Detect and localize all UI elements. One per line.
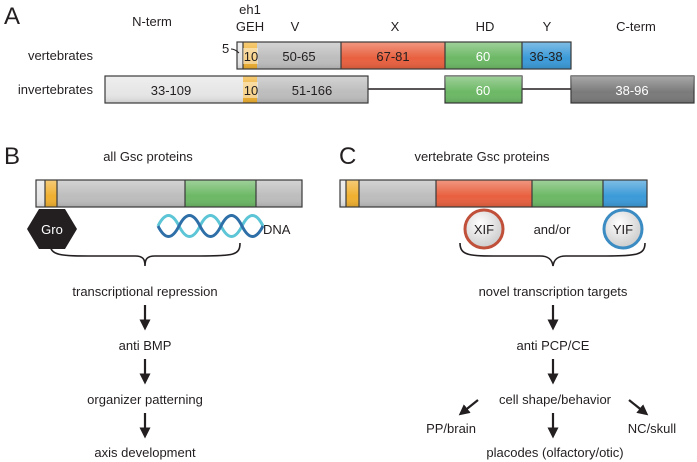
y-length-vertebrates: 36-38 xyxy=(529,49,562,64)
flow-b-step-2: anti BMP xyxy=(119,338,172,353)
dna-helix-icon: DNA xyxy=(156,214,291,238)
all-gsc-protein-bar xyxy=(35,179,303,208)
eh1-length-invertebrates: 10 xyxy=(244,83,258,98)
panel-c: C vertebrate Gsc proteins xyxy=(339,143,676,460)
panel-b-title: all Gsc proteins xyxy=(103,149,193,164)
x-length-vertebrates: 67-81 xyxy=(376,49,409,64)
nterm-length-vertebrates: 5 xyxy=(222,41,229,56)
flow-b-step-4: axis development xyxy=(94,445,196,460)
flow-b-step-3: organizer patterning xyxy=(87,392,203,407)
flow-b-step-1: transcriptional repression xyxy=(72,284,217,299)
xif-factor: XIF xyxy=(463,208,505,250)
header-v: V xyxy=(291,19,300,34)
header-nterm: N-term xyxy=(132,14,172,29)
branch-right: NC/skull xyxy=(628,421,677,436)
row-label-vertebrates: vertebrates xyxy=(28,48,94,63)
invertebrate-protein-bar: 33-109 10 51-166 60 38-96 xyxy=(104,75,695,104)
v-length-vertebrates: 50-65 xyxy=(282,49,315,64)
pointer-line xyxy=(230,48,240,54)
gro-label: Gro xyxy=(41,222,63,237)
panel-a: A N-term eh1 GEH V X HD Y C-term vertebr… xyxy=(4,2,695,104)
xif-label: XIF xyxy=(474,222,494,237)
vertebrate-gsc-protein-bar xyxy=(339,179,648,208)
v-length-invertebrates: 51-166 xyxy=(292,83,332,98)
hd-length-invertebrates: 60 xyxy=(476,83,490,98)
branch-center: placodes (olfactory/otic) xyxy=(486,445,623,460)
yif-circle-icon xyxy=(602,208,644,250)
xif-circle-icon xyxy=(463,208,505,250)
flow-c-step-3: cell shape/behavior xyxy=(499,392,612,407)
vertebrate-protein-bar: 5 10 50-65 67-81 60 36-38 xyxy=(222,41,572,70)
panel-c-letter: C xyxy=(339,143,356,170)
brace-b xyxy=(49,242,241,267)
yif-factor: YIF xyxy=(602,208,644,250)
and-or-label: and/or xyxy=(534,222,572,237)
panel-a-letter: A xyxy=(4,3,20,30)
dna-label: DNA xyxy=(263,222,291,237)
hd-length-vertebrates: 60 xyxy=(476,49,490,64)
header-cterm: C-term xyxy=(616,19,656,34)
row-label-invertebrates: invertebrates xyxy=(18,82,94,97)
arrow-down-left-icon xyxy=(458,399,479,416)
flow-c-step-1: novel transcription targets xyxy=(479,284,628,299)
flow-c-step-2: anti PCP/CE xyxy=(517,338,590,353)
panel-c-title: vertebrate Gsc proteins xyxy=(414,149,550,164)
gro-corepressor: Gro xyxy=(27,209,77,249)
panel-b: B all Gsc proteins Gro DNA xyxy=(4,143,303,460)
arrow-down-right-icon xyxy=(628,399,649,416)
header-hd: HD xyxy=(476,19,495,34)
brace-c xyxy=(459,242,646,267)
cterm-length-invertebrates: 38-96 xyxy=(615,83,648,98)
branch-left: PP/brain xyxy=(426,421,476,436)
header-x: X xyxy=(391,19,400,34)
header-y: Y xyxy=(543,19,552,34)
eh1-length-vertebrates: 10 xyxy=(244,49,258,64)
panel-b-letter: B xyxy=(4,143,20,170)
nterm-length-invertebrates: 33-109 xyxy=(151,83,191,98)
yif-label: YIF xyxy=(613,222,633,237)
gro-hexagon-icon xyxy=(27,209,77,249)
header-eh1: eh1 xyxy=(239,2,261,17)
header-geh: GEH xyxy=(236,19,264,34)
